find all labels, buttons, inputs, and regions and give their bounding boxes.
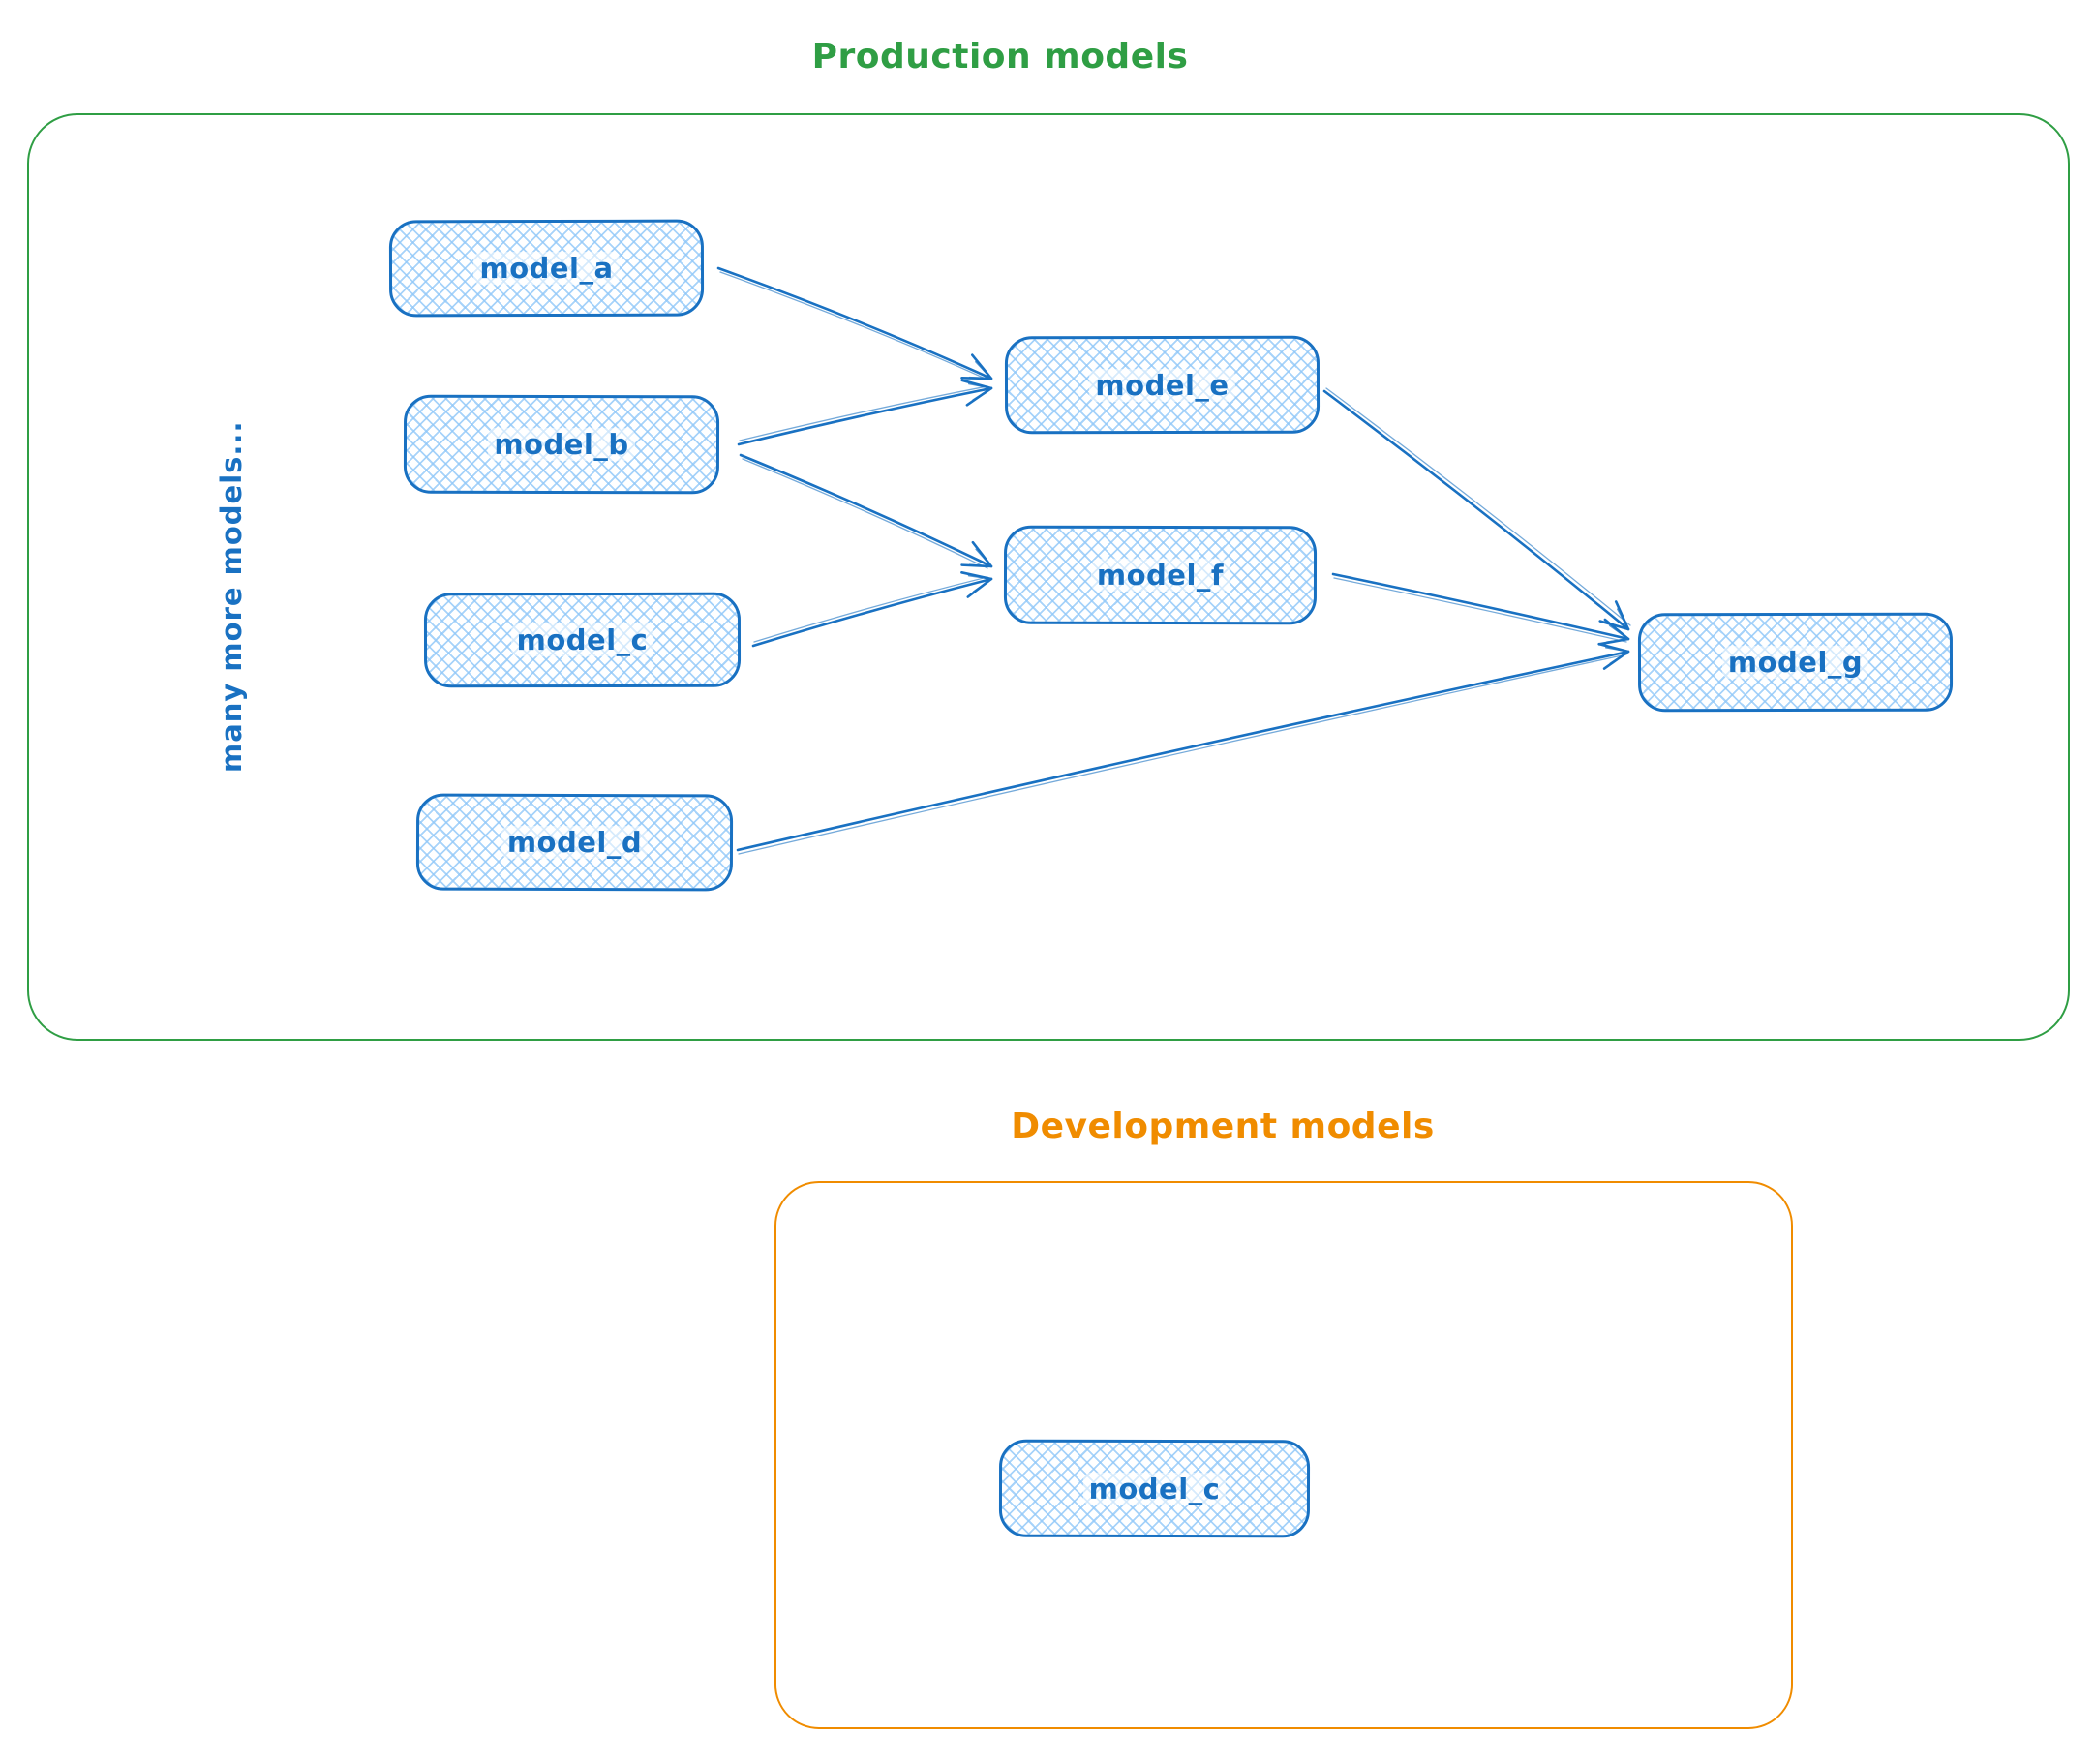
node-model-c: model_c xyxy=(423,592,742,688)
node-model-c-label: model_c xyxy=(510,623,654,657)
node-model-a-label: model_a xyxy=(473,251,620,286)
node-model-e-label: model_e xyxy=(1089,368,1235,402)
node-model-g-label: model_g xyxy=(1721,645,1869,680)
node-model-f-label: model_f xyxy=(1090,558,1230,593)
development-group-title: Development models xyxy=(1011,1107,1435,1146)
production-group-frame xyxy=(27,113,2070,1041)
many-more-models-note: many more models... xyxy=(215,420,248,773)
node-model-g: model_g xyxy=(1637,612,1954,713)
node-model-b-label: model_b xyxy=(488,427,635,462)
development-group-frame xyxy=(774,1181,1793,1729)
node-model-e: model_e xyxy=(1004,335,1321,435)
node-model-b: model_b xyxy=(403,394,720,495)
production-group-title: Production models xyxy=(811,37,1189,76)
node-model-c-dev: model_c xyxy=(998,1439,1311,1538)
node-model-f: model_f xyxy=(1003,525,1318,625)
node-model-c-dev-label: model_c xyxy=(1082,1472,1227,1505)
node-model-a: model_a xyxy=(388,219,705,318)
node-model-d-label: model_d xyxy=(501,825,649,860)
node-model-d: model_d xyxy=(415,793,734,892)
